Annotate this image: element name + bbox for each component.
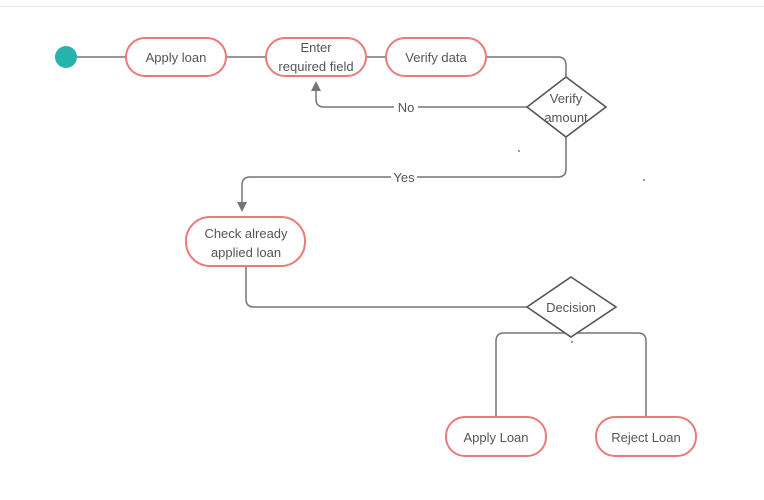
canvas-dot xyxy=(518,150,520,152)
node-apply-loan-final-label: Apply Loan xyxy=(463,430,528,445)
edge-check-loan-to-decision xyxy=(245,267,527,308)
node-enter-required-field-line1: Enter xyxy=(300,40,332,55)
node-verify-amount-line2: amount xyxy=(544,110,588,125)
edge-label-yes: Yes xyxy=(391,169,417,185)
node-check-already-applied[interactable]: Check already applied loan xyxy=(185,216,306,267)
edge-label-no-bg xyxy=(394,99,418,115)
node-check-already-applied-line2: applied loan xyxy=(211,245,281,260)
start-node[interactable] xyxy=(55,46,77,68)
node-decision[interactable]: Decision xyxy=(525,276,618,338)
node-check-already-applied-shape xyxy=(185,216,306,267)
node-reject-loan-label: Reject Loan xyxy=(611,430,680,445)
node-verify-data[interactable]: Verify data xyxy=(385,37,487,77)
edge-no-to-enter-field xyxy=(311,81,527,108)
node-apply-loan-final[interactable]: Apply Loan xyxy=(445,416,547,457)
node-verify-amount-line1: Verify xyxy=(550,91,583,106)
edge-verify-data-to-verify-amount xyxy=(486,56,567,77)
edge-decision-to-apply-loan xyxy=(495,332,571,417)
node-apply-loan-label: Apply loan xyxy=(146,50,207,65)
node-enter-required-field[interactable]: Enter required field xyxy=(265,37,367,77)
node-enter-required-field-line2: required field xyxy=(278,59,353,74)
node-apply-loan-final-shape xyxy=(445,416,547,457)
edge-label-yes-bg xyxy=(391,169,417,185)
canvas-dot xyxy=(571,341,573,343)
node-check-already-applied-line1: Check already xyxy=(204,226,288,241)
node-verify-amount-shape xyxy=(525,75,608,139)
node-verify-data-label: Verify data xyxy=(405,50,467,65)
node-verify-amount[interactable]: Verify amount xyxy=(525,75,608,139)
edge-decision-to-reject-loan xyxy=(571,332,647,417)
node-apply-loan[interactable]: Apply loan xyxy=(125,37,227,77)
edge-label-yes-text: Yes xyxy=(393,170,415,185)
node-verify-data-shape xyxy=(385,37,487,77)
node-decision-shape xyxy=(525,276,618,338)
node-enter-required-field-shape xyxy=(265,37,367,77)
top-divider xyxy=(0,6,764,7)
node-reject-loan[interactable]: Reject Loan xyxy=(595,416,697,457)
node-reject-loan-shape xyxy=(595,416,697,457)
edge-label-no-text: No xyxy=(398,100,415,115)
node-apply-loan-shape xyxy=(125,37,227,77)
canvas-dot xyxy=(643,179,645,181)
edge-label-no: No xyxy=(394,99,418,115)
node-decision-label: Decision xyxy=(546,300,596,315)
